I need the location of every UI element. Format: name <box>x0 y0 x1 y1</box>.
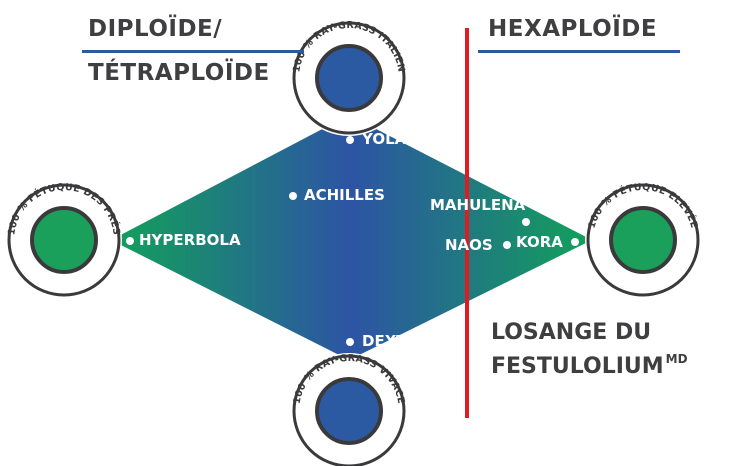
variety-label-yolande: YOLANDE <box>362 130 442 148</box>
logo-trademark: MD <box>665 352 688 366</box>
node-fetuque-des-pres: 100 % FÉTUQUE DES PRÉS <box>6 182 122 298</box>
header-tetraploide: TÉTRAPLOÏDE <box>88 60 270 86</box>
header-rule-right <box>478 50 680 53</box>
variety-dot-kora <box>571 238 579 246</box>
variety-dot-yolande <box>346 136 354 144</box>
variety-label-naos: NAOS <box>445 236 493 254</box>
node-ray-grass-vivace: 100 % RAY-GRASS VIVACE <box>291 353 407 466</box>
variety-dot-naos <box>503 241 511 249</box>
variety-label-hyperbola: HYPERBOLA <box>139 231 241 249</box>
variety-dot-hyperbola <box>126 237 134 245</box>
node-ray-grass-italien: 100 % RAY-GRASS ITALIEN <box>291 20 407 136</box>
variety-label-kora: KORA <box>516 233 563 251</box>
logo-line1: LOSANGE DU <box>491 320 652 345</box>
logo-line2: FESTULOLIUM <box>491 354 664 379</box>
node-ray-grass-italien-core <box>315 44 383 112</box>
header-diploide: DIPLOÏDE/ <box>88 16 223 42</box>
diamond-shape <box>111 115 592 360</box>
variety-label-mahulena: MAHULENA <box>430 196 526 214</box>
variety-label-dexter: DEXTER 1 <box>362 332 444 350</box>
node-ray-grass-vivace-core <box>315 377 383 445</box>
node-fetuque-des-pres-core <box>30 206 98 274</box>
node-fetuque-elevee-core <box>609 206 677 274</box>
variety-dot-achilles <box>289 192 297 200</box>
ploidy-divider-line <box>465 28 469 418</box>
header-hexaploide: HEXAPLOÏDE <box>488 16 658 42</box>
variety-label-achilles: ACHILLES <box>304 186 385 204</box>
header-rule-left <box>82 50 304 53</box>
variety-dot-dexter <box>346 338 354 346</box>
variety-dot-mahulena <box>522 218 530 226</box>
node-fetuque-elevee: 100 % FÉTUQUE ELEVÉE <box>585 182 701 298</box>
